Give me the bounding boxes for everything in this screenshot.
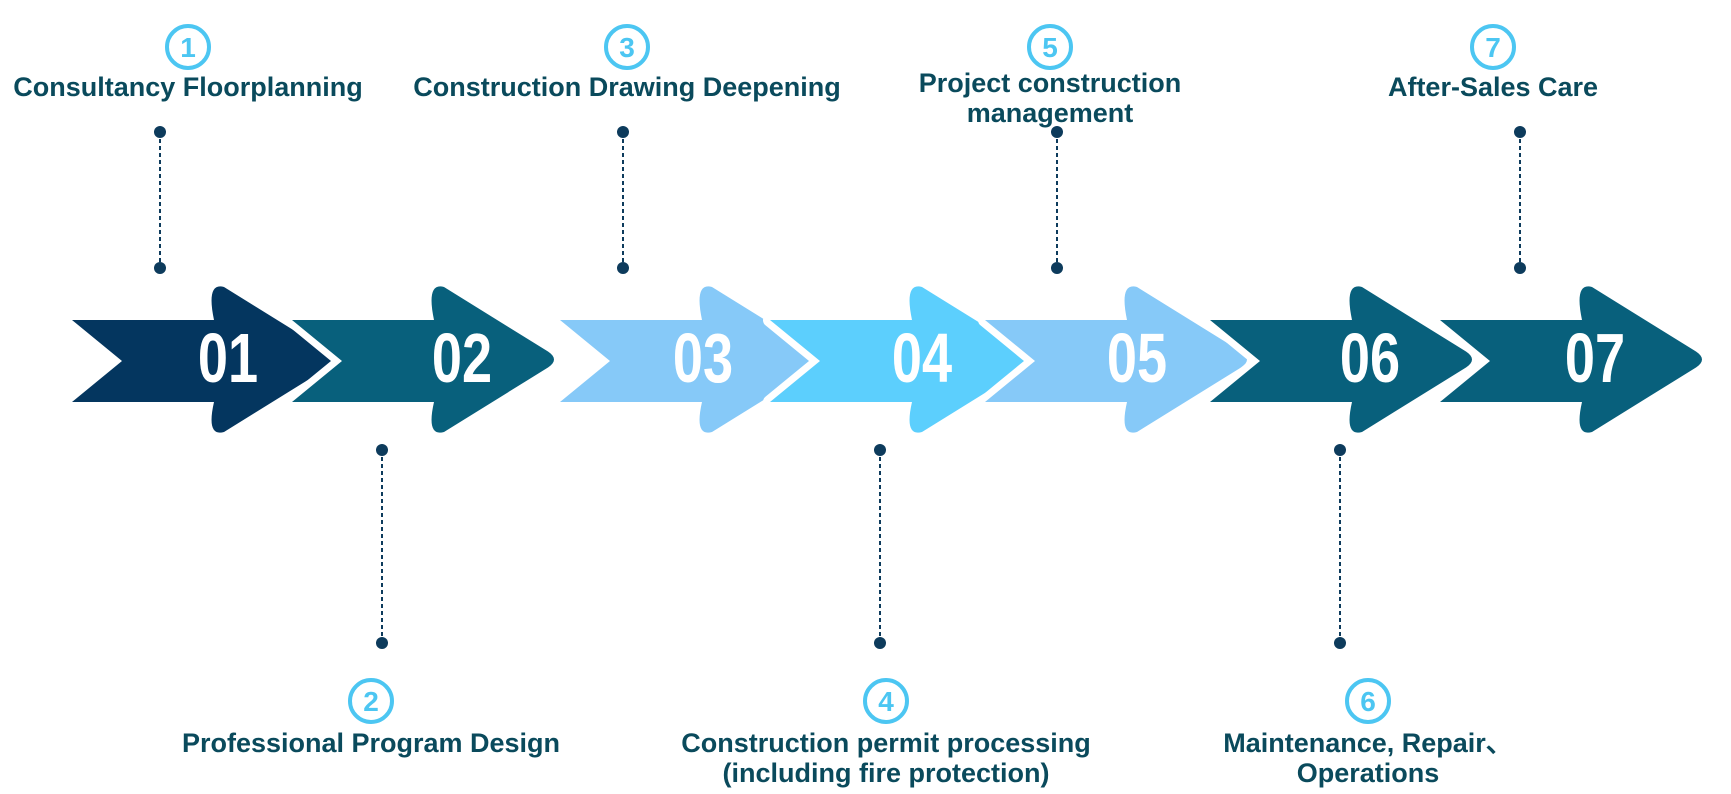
arrow-shape-04 (770, 286, 1032, 433)
step-label-line: Operations (1296, 758, 1440, 788)
step-badge-6 (1345, 678, 1391, 724)
step-number-05: 05 (1107, 321, 1167, 398)
connector-dot (874, 637, 886, 649)
step-badge-1 (165, 24, 211, 70)
step-badge-5 (1027, 24, 1073, 70)
step-badge-number: 1 (180, 32, 196, 63)
step-label-04: Construction permit processing(including… (656, 728, 1116, 788)
arrow-shape-05 (985, 286, 1247, 433)
step-label-line: Professional Program Design (181, 728, 561, 758)
step-label-line: Project construction (918, 68, 1182, 98)
connector-dot (617, 262, 629, 274)
step-label-01: Consultancy Floorplanning (0, 72, 418, 102)
connector-dot (154, 126, 166, 138)
connector-dot (1514, 262, 1526, 274)
arrow-shape-03 (560, 286, 822, 433)
step-label-line: Maintenance, Repair、 (1223, 728, 1513, 758)
step-badge-number: 4 (878, 686, 894, 717)
step-badge-number: 6 (1360, 686, 1376, 717)
step-label-line: Construction Drawing Deepening (413, 72, 841, 102)
step-label-line: Consultancy Floorplanning (13, 72, 363, 102)
connector-dot (376, 637, 388, 649)
step-number-07: 07 (1565, 321, 1625, 398)
step-badge-number: 5 (1042, 32, 1058, 63)
step-label-line: management (966, 98, 1134, 128)
connector-dot (874, 444, 886, 456)
connector-dot (1334, 444, 1346, 456)
step-badge-3 (604, 24, 650, 70)
step-badge-number: 2 (363, 686, 379, 717)
arrow-shape-07 (1440, 286, 1702, 433)
step-label-06: Maintenance, Repair、Operations (1138, 728, 1598, 788)
step-label-line: (including fire protection) (722, 758, 1050, 788)
step-label-line: After-Sales Care (1387, 72, 1599, 102)
arrow-shape-02 (292, 286, 554, 433)
step-badge-number: 7 (1485, 32, 1501, 63)
step-badge-4 (863, 678, 909, 724)
connector-dot (1334, 637, 1346, 649)
step-badge-2 (348, 678, 394, 724)
step-label-line: Construction permit processing (681, 728, 1091, 758)
step-number-06: 06 (1340, 321, 1400, 398)
step-badge-7 (1470, 24, 1516, 70)
connector-dot (1051, 262, 1063, 274)
step-number-04: 04 (892, 321, 953, 398)
arrow-shape-01 (72, 286, 334, 433)
connector-dot (1051, 126, 1063, 138)
connector-dot (154, 262, 166, 274)
step-number-03: 03 (673, 321, 733, 398)
step-label-07: After-Sales Care (1263, 72, 1723, 102)
arrow-shape-06 (1210, 286, 1472, 433)
step-label-03: Construction Drawing Deepening (397, 72, 857, 102)
connector-dot (376, 444, 388, 456)
connector-dot (1514, 126, 1526, 138)
step-number-01: 01 (198, 321, 258, 398)
connector-dot (617, 126, 629, 138)
step-badge-number: 3 (619, 32, 635, 63)
step-number-02: 02 (432, 321, 492, 398)
step-label-02: Professional Program Design (141, 728, 601, 758)
